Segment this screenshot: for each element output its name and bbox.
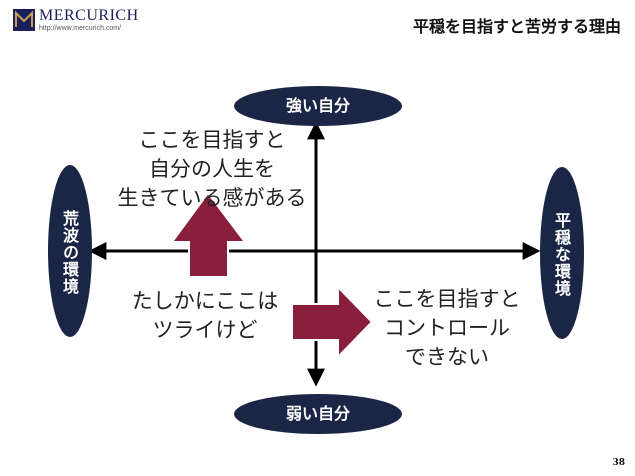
left-oval — [48, 165, 92, 337]
right-oval — [540, 167, 584, 339]
logo: MERCURICH http://www.mercurich.com/ — [13, 8, 139, 32]
logo-name: MERCURICH — [39, 7, 139, 24]
axis-label-right: 平穏な環境 — [552, 211, 571, 297]
slide-title: 平穏を目指すと苦労する理由 — [412, 17, 621, 36]
top-oval — [234, 86, 402, 126]
right-arrow — [291, 284, 374, 360]
up-arrow — [170, 191, 248, 278]
mercurich-logo-icon — [13, 9, 35, 31]
page-number: 38 — [612, 458, 625, 468]
logo-url: http://www.mercurich.com/ — [39, 25, 122, 32]
note-upper-left: ここを目指すと 自分の人生を 生きている感がある — [117, 128, 307, 210]
axis-label-left: 荒波の環境 — [60, 209, 79, 295]
note-lower-left: たしかにここは ツライけど — [131, 289, 279, 342]
axis-label-bottom: 弱い自分 — [285, 404, 350, 423]
note-lower-right: ここを目指すと コントロール できない — [373, 287, 521, 369]
axis-label-top: 強い自分 — [285, 96, 350, 115]
bottom-oval — [234, 394, 402, 434]
